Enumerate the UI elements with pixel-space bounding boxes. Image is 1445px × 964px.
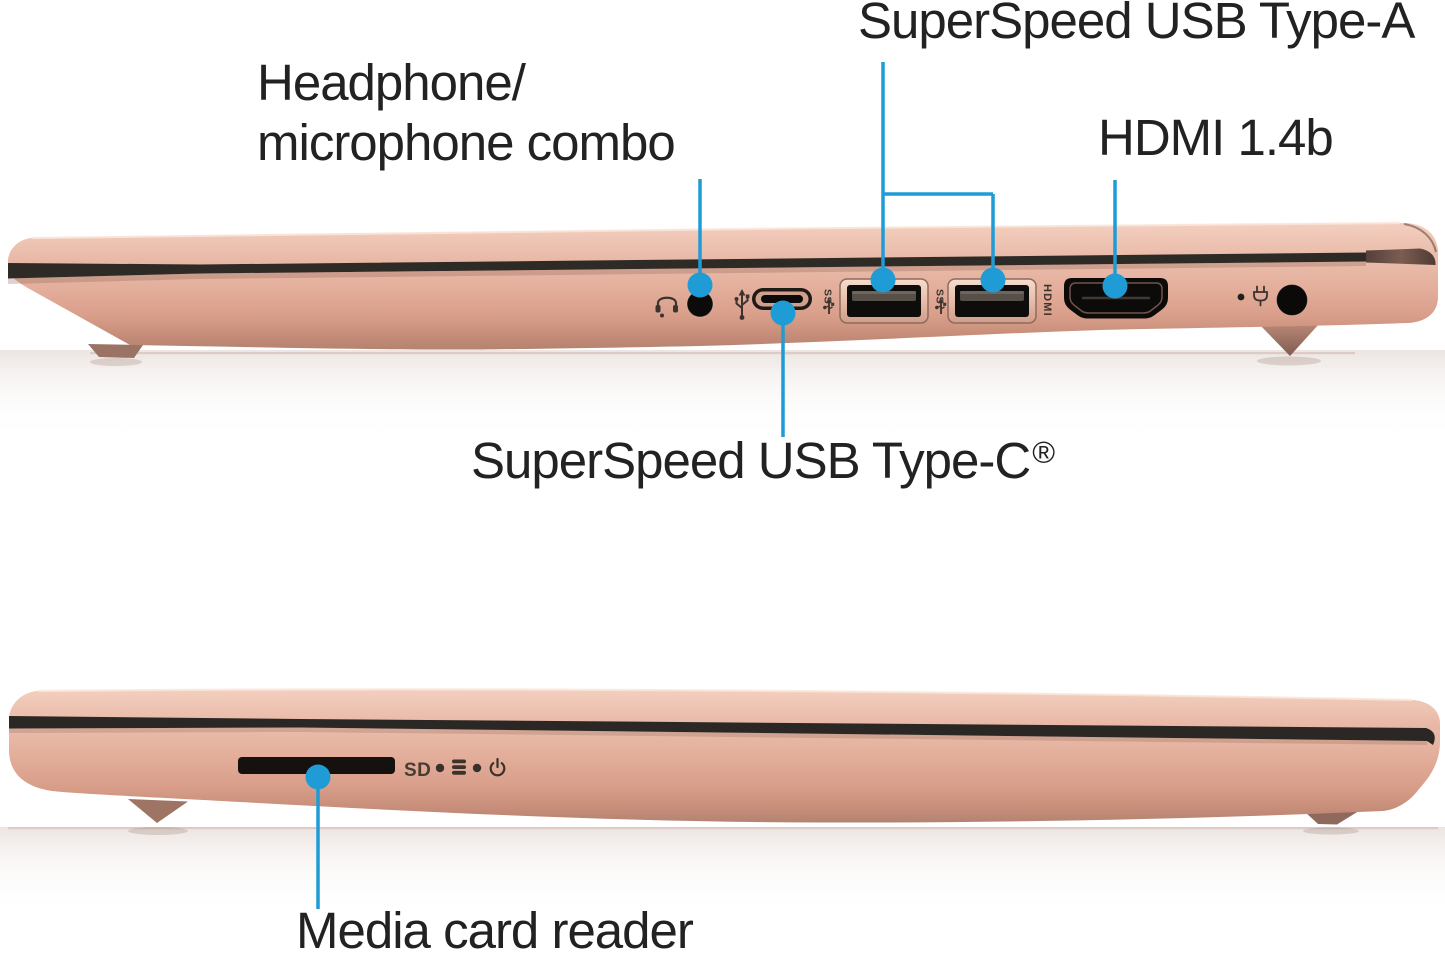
usb-icon bbox=[734, 289, 750, 320]
foot-shadow bbox=[90, 358, 142, 366]
headphone-icon bbox=[655, 296, 678, 318]
foot-shadow bbox=[1303, 827, 1359, 835]
reflection-bottom bbox=[0, 827, 1445, 918]
laptop-right-side-view: HDMI bbox=[0, 221, 1445, 442]
headphone-jack-port bbox=[687, 291, 713, 317]
laptop-left-side-view: SD bbox=[0, 688, 1445, 918]
power-plug-icon bbox=[1253, 285, 1268, 307]
label-hdmi: HDMI 1.4b bbox=[1098, 109, 1334, 166]
label-card-reader: Media card reader bbox=[296, 902, 694, 959]
lid-corner-gap bbox=[1403, 223, 1437, 253]
label-usb-a: SuperSpeed USB Type-A bbox=[858, 0, 1415, 49]
hdmi-engraving: HDMI bbox=[1041, 284, 1053, 317]
seam-shadow bbox=[9, 727, 1427, 745]
lid-seam bbox=[8, 252, 1366, 279]
drive-activity-icon bbox=[452, 759, 466, 775]
leader-lines bbox=[316, 62, 1117, 909]
sd-engraving: SD bbox=[404, 760, 431, 781]
annotation-dot-usb-a-1 bbox=[870, 267, 896, 293]
hinge-recess bbox=[1366, 248, 1436, 265]
annotation-dot-hdmi bbox=[1102, 273, 1128, 299]
reflection-top bbox=[0, 350, 1445, 442]
annotation-dots bbox=[305, 267, 1128, 790]
port-row: HDMI bbox=[655, 278, 1308, 324]
top-edge-highlight bbox=[31, 221, 1401, 240]
rubber-foot bbox=[1304, 811, 1358, 825]
label-usb-c-text: SuperSpeed USB Type-C bbox=[471, 432, 1031, 489]
annotation-dot-usb-a-2 bbox=[980, 267, 1006, 293]
lid-seam bbox=[9, 716, 1435, 745]
rubber-foot bbox=[1259, 324, 1319, 356]
label-headphone-line1: Headphone/ bbox=[257, 54, 526, 111]
usb-c-port bbox=[752, 288, 812, 310]
rubber-foot bbox=[128, 799, 188, 823]
foot-shadow bbox=[1257, 356, 1321, 366]
seam-shadow bbox=[8, 261, 1366, 284]
leader-line-usb-a bbox=[881, 62, 995, 280]
label-headphone: Headphone/ microphone combo bbox=[257, 53, 676, 173]
label-usb-c: SuperSpeed USB Type-C® bbox=[471, 431, 1055, 491]
usb-a-port bbox=[839, 278, 929, 324]
top-edge-highlight bbox=[37, 688, 1413, 702]
usb-a-port bbox=[947, 278, 1037, 324]
reflection-line-bottom bbox=[8, 827, 1438, 830]
annotation-dot-headphone bbox=[687, 272, 713, 298]
status-led bbox=[472, 763, 482, 773]
label-headphone-line2: microphone combo bbox=[257, 114, 676, 172]
power-jack-port bbox=[1276, 284, 1308, 316]
status-led bbox=[435, 763, 445, 773]
jack-rim bbox=[1276, 284, 1308, 316]
rubber-foot bbox=[88, 344, 143, 358]
annotation-dot-card-reader bbox=[305, 764, 331, 790]
power-symbol-icon bbox=[489, 757, 506, 777]
annotation-dot-usb-c bbox=[770, 300, 796, 326]
registered-trademark-mark: ® bbox=[1032, 435, 1056, 470]
power-led bbox=[1237, 293, 1245, 301]
reflection-line-top bbox=[90, 352, 1355, 355]
foot-shadow bbox=[128, 827, 188, 835]
